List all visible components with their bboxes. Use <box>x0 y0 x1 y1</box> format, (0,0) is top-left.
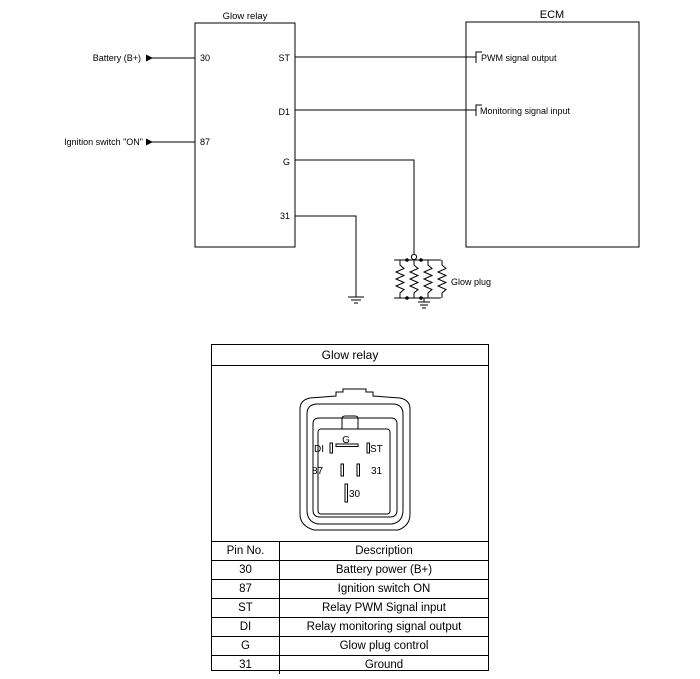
cell-description: Ignition switch ON <box>279 579 488 599</box>
glow-plug-bank <box>394 258 441 309</box>
cell-description: Ground <box>279 655 488 674</box>
cell-pin: 31 <box>212 655 280 674</box>
connector-housing-inner <box>306 403 404 525</box>
ecm-box <box>465 21 640 248</box>
relay-pin-d1: D1 <box>278 107 290 117</box>
cell-description: Battery power (B+) <box>279 560 488 580</box>
connector-panel: Glow relay G DI <box>211 344 489 674</box>
terminal-g <box>335 443 359 447</box>
glow-plug-resistors <box>394 260 448 298</box>
cell-pin: DI <box>212 617 280 637</box>
glow-plug-resistor-1 <box>394 260 406 298</box>
connector-face <box>317 428 391 515</box>
d1-monitor-wire <box>295 104 482 111</box>
relay-pin-g: G <box>283 157 290 167</box>
cell-pin: G <box>212 636 280 656</box>
table-row: DI Relay monitoring signal output <box>212 617 488 637</box>
relay-pin-30: 30 <box>200 53 210 63</box>
relay-title: Glow relay <box>223 11 268 22</box>
table-row: 30 Battery power (B+) <box>212 560 488 580</box>
cell-pin: ST <box>212 598 280 618</box>
terminal-31 <box>356 463 360 477</box>
terminal-st <box>366 442 370 454</box>
pin-label-87: 87 <box>312 466 324 477</box>
cell-description: Glow plug control <box>279 636 488 656</box>
cell-description: Relay monitoring signal output <box>279 617 488 637</box>
ecm-monitor-label: Monitoring signal input <box>480 106 571 116</box>
terminal-di <box>329 442 333 454</box>
pin-label-di: DI <box>314 444 324 455</box>
wiring-diagram: Glow relay 30 87 ST D1 G 31 ECM PWM sign… <box>64 9 640 309</box>
table-header-row: Pin No. Description <box>212 542 488 561</box>
pin-label-g: G <box>342 435 350 446</box>
g-glowplug-wire <box>295 159 415 254</box>
pin-table: Pin No. Description 30 Battery power (B+… <box>212 542 488 674</box>
table-row: G Glow plug control <box>212 636 488 656</box>
relay-pin-31: 31 <box>280 211 290 221</box>
connector-view: G DI ST 87 31 30 <box>212 366 488 542</box>
battery-label: Battery (B+) <box>93 53 141 63</box>
connector-housing-rim <box>312 417 398 518</box>
cell-pin: 30 <box>212 560 280 580</box>
connector-drawing: G DI ST 87 31 30 <box>299 388 411 531</box>
connector-title: Glow relay <box>212 345 488 366</box>
terminal-30 <box>344 483 348 503</box>
glowplug-connector <box>410 253 418 261</box>
cell-description: Relay PWM Signal input <box>279 598 488 618</box>
relay-pin-87: 87 <box>200 137 210 147</box>
connector-housing-outer <box>299 388 411 531</box>
header-pin: Pin No. <box>212 542 280 561</box>
table-row: 87 Ignition switch ON <box>212 579 488 599</box>
pin-label-31: 31 <box>371 466 383 477</box>
glowplug-label: Glow plug <box>451 277 491 287</box>
pin-label-st: ST <box>370 444 383 455</box>
ignition-label: Ignition switch "ON" <box>64 137 143 147</box>
ecm-pwm-label: PWM signal output <box>481 53 557 63</box>
header-description: Description <box>279 542 488 561</box>
pin-label-30: 30 <box>349 489 361 500</box>
relay-box <box>194 22 296 248</box>
connector-lock-tab <box>341 415 359 429</box>
ground-symbol <box>348 296 364 304</box>
relay-pin-st: ST <box>278 53 290 63</box>
glow-plug-resistor-2 <box>408 260 420 298</box>
ground-wire <box>295 215 357 297</box>
glow-plug-resistor-4 <box>436 260 448 298</box>
terminal-87 <box>340 463 344 477</box>
table-row: 31 Ground <box>212 655 488 674</box>
glow-plug-resistor-3 <box>422 260 434 298</box>
table-row: ST Relay PWM Signal input <box>212 598 488 618</box>
ecm-title: ECM <box>540 9 564 21</box>
st-pwm-wire <box>295 51 482 58</box>
cell-pin: 87 <box>212 579 280 599</box>
